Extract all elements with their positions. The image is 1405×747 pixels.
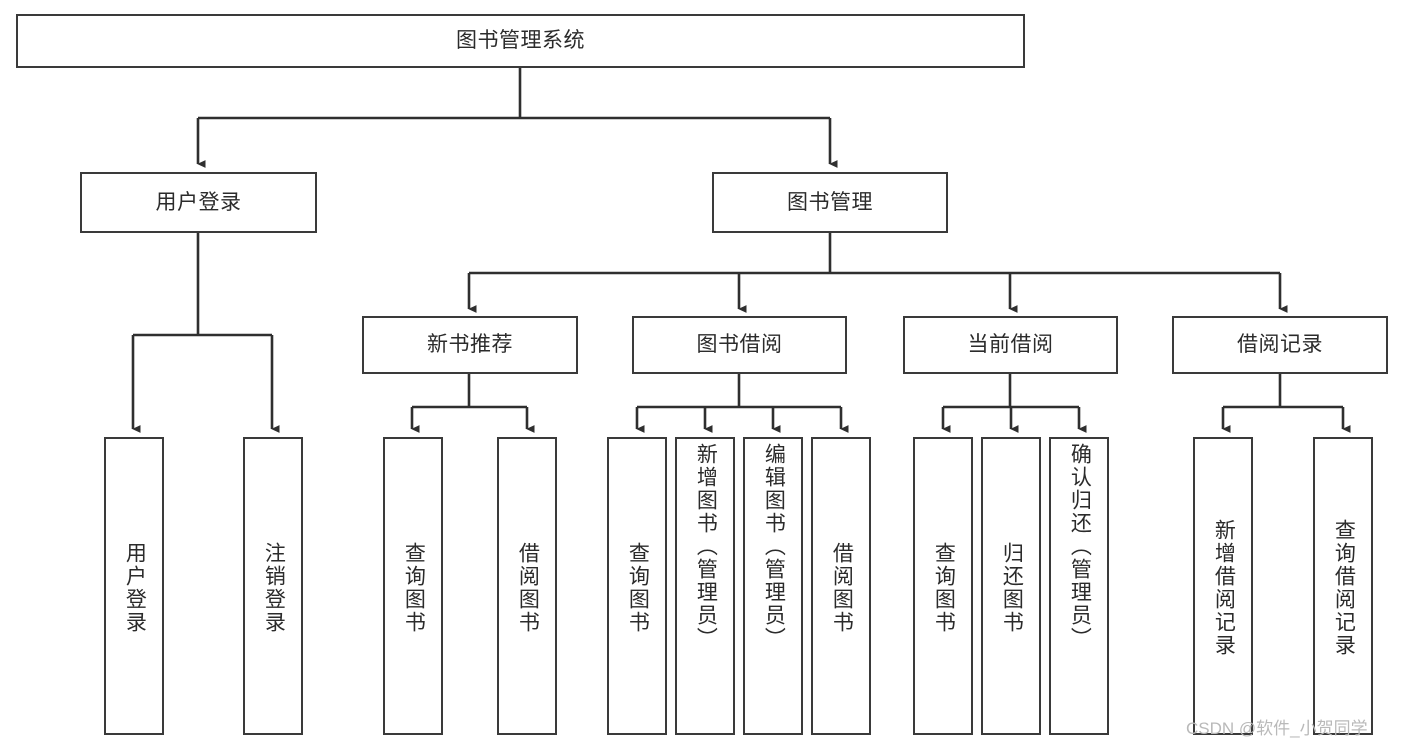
node-borrow-record[interactable]: 借阅记录: [1172, 316, 1388, 374]
node-label: 确认归还（管理员）: [1068, 443, 1092, 650]
node-label: 新增图书（管理员）: [694, 443, 718, 650]
leaf-current-borrow-confirm-return[interactable]: 确认归还（管理员）: [1049, 437, 1109, 735]
node-label: 图书管理系统: [456, 29, 585, 53]
node-new-book-recommend[interactable]: 新书推荐: [362, 316, 578, 374]
node-label: 用户登录: [155, 190, 242, 214]
node-user-login[interactable]: 用户登录: [80, 172, 317, 233]
node-label: 查询图书: [932, 542, 956, 634]
leaf-book-borrow-add-book[interactable]: 新增图书（管理员）: [675, 437, 735, 735]
node-label: 借阅记录: [1237, 333, 1323, 357]
node-book-management-system[interactable]: 图书管理系统: [16, 14, 1025, 68]
node-label: 查询图书: [402, 542, 426, 634]
node-label: 图书管理: [787, 190, 873, 214]
node-label: 新增借阅记录: [1212, 519, 1236, 657]
node-label: 用户登录: [123, 542, 147, 634]
node-book-management[interactable]: 图书管理: [712, 172, 948, 233]
leaf-new-book-borrow-book[interactable]: 借阅图书: [497, 437, 557, 735]
node-label: 借阅图书: [516, 542, 540, 634]
node-label: 归还图书: [1000, 542, 1024, 634]
leaf-borrow-record-query-record[interactable]: 查询借阅记录: [1313, 437, 1373, 735]
node-book-borrow[interactable]: 图书借阅: [632, 316, 847, 374]
node-label: 编辑图书（管理员）: [762, 443, 786, 650]
leaf-book-borrow-query-book[interactable]: 查询图书: [607, 437, 667, 735]
node-label: 当前借阅: [967, 333, 1054, 357]
leaf-book-borrow-borrow-book[interactable]: 借阅图书: [811, 437, 871, 735]
leaf-current-borrow-query-book[interactable]: 查询图书: [913, 437, 973, 735]
leaf-borrow-record-add-record[interactable]: 新增借阅记录: [1193, 437, 1253, 735]
node-label: 注销登录: [262, 542, 286, 634]
leaf-user-login-login[interactable]: 用户登录: [104, 437, 164, 735]
node-label: 图书借阅: [696, 333, 783, 357]
watermark-text: CSDN @软件_小贺同学: [1186, 719, 1368, 738]
leaf-new-book-query-book[interactable]: 查询图书: [383, 437, 443, 735]
node-label: 查询图书: [626, 542, 650, 634]
leaf-user-login-logout[interactable]: 注销登录: [243, 437, 303, 735]
leaf-book-borrow-edit-book[interactable]: 编辑图书（管理员）: [743, 437, 803, 735]
node-current-borrow[interactable]: 当前借阅: [903, 316, 1118, 374]
node-label: 查询借阅记录: [1332, 519, 1356, 657]
node-label: 新书推荐: [427, 333, 513, 357]
node-label: 借阅图书: [830, 542, 854, 634]
leaf-current-borrow-return-book[interactable]: 归还图书: [981, 437, 1041, 735]
